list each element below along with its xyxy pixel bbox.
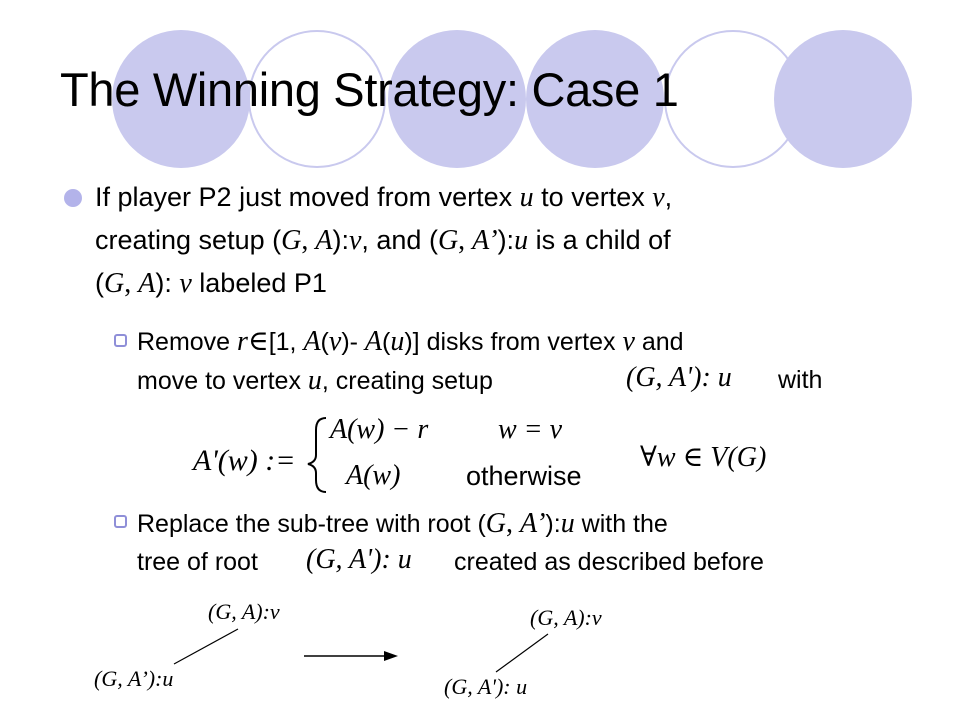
bullet1-line3: (G, A): v labeled P1 — [95, 268, 327, 299]
left-tree-root: (G, A):v — [208, 599, 280, 624]
slide-title: The Winning Strategy: Case 1 — [60, 63, 679, 116]
decor-circle-1 — [112, 30, 250, 168]
bullet-icon — [64, 189, 82, 207]
decor-circle-3 — [526, 30, 664, 168]
right-tree-edge — [495, 633, 549, 673]
setup-expression-2: (G, A'): u — [306, 544, 412, 575]
case2-value: A(w) — [346, 460, 401, 491]
sub2-line2-start: tree of root — [137, 548, 258, 576]
bullet1-line2: creating setup (G, A):v, and (G, A’):u i… — [95, 225, 671, 256]
sub2-line1: Replace the sub-tree with root (G, A’):u… — [137, 508, 668, 539]
decor-circle-2 — [388, 30, 526, 168]
arrow-right-icon — [304, 651, 398, 661]
element-of-icon: ∈ — [247, 326, 269, 357]
setup-expression: (G, A'): u — [626, 362, 732, 393]
case2-condition: otherwise — [466, 461, 582, 491]
bullet1-line1: If player P2 just moved from vertex u to… — [95, 182, 673, 213]
forall-domain: ∀w ∈ V(G) — [640, 442, 767, 473]
sub2-line2-end: created as described before — [454, 548, 764, 576]
sub-bullet-icon-2 — [114, 515, 127, 528]
sub-bullet-icon — [114, 334, 127, 347]
left-tree-child: (G, A’):u — [94, 666, 174, 691]
sub1-line2: move to vertex u, creating setup — [137, 365, 493, 396]
decor-circle-4 — [774, 30, 912, 168]
sub1-with: with — [778, 366, 823, 394]
cases-lhs: A'(w) := — [193, 444, 296, 477]
right-tree-root: (G, A):v — [530, 605, 602, 630]
decor-ring-1 — [248, 30, 386, 168]
case1-value: A(w) − r — [330, 414, 429, 445]
left-tree-edge — [173, 628, 239, 665]
right-tree-child: (G, A'): u — [444, 674, 528, 699]
sub1-line1: Remove r∈[1, A(v)- A(u)] disks from vert… — [137, 326, 684, 357]
case1-condition: w = v — [498, 414, 562, 445]
